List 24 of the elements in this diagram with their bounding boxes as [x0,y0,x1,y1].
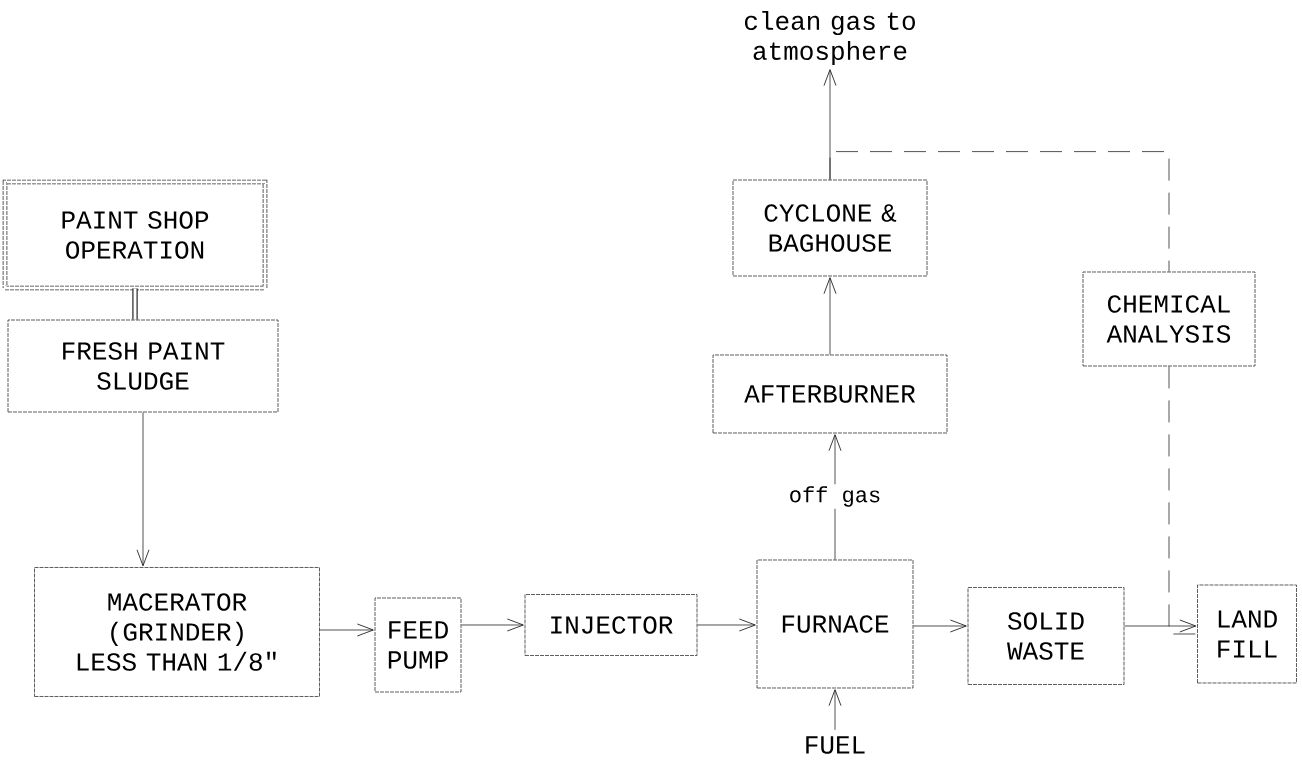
arrow [136,412,150,567]
flow-text: clean gas to atmosphere [744,10,915,66]
process-box: PAINT SHOP OPERATION [2,179,268,291]
arrow [319,623,374,637]
process-box: FRESH PAINT SLUDGE [7,319,279,413]
arrow [823,277,837,355]
process-box: FURNACE [756,559,914,689]
arrow [1124,619,1197,633]
arrow [913,619,967,633]
arrow [828,689,842,731]
process-box: SOLID WASTE [967,587,1125,685]
process-box: INJECTOR [524,594,698,656]
arrow [461,618,524,632]
flow-text: FUEL [806,736,865,754]
process-box: AFTERBURNER [712,354,948,434]
process-box: MACERATOR (GRINDER) LESS THAN 1/8" [34,567,320,697]
connector-line [829,151,1170,272]
process-box: CHEMICAL ANALYSIS [1082,271,1256,367]
arrow [697,618,756,632]
process-box: CYCLONE & BAGHOUSE [732,179,928,277]
edge-label: off gas [786,484,884,509]
process-box: FEED PUMP [374,597,462,693]
process-box: LAND FILL [1197,584,1297,684]
connector-line [132,288,138,320]
